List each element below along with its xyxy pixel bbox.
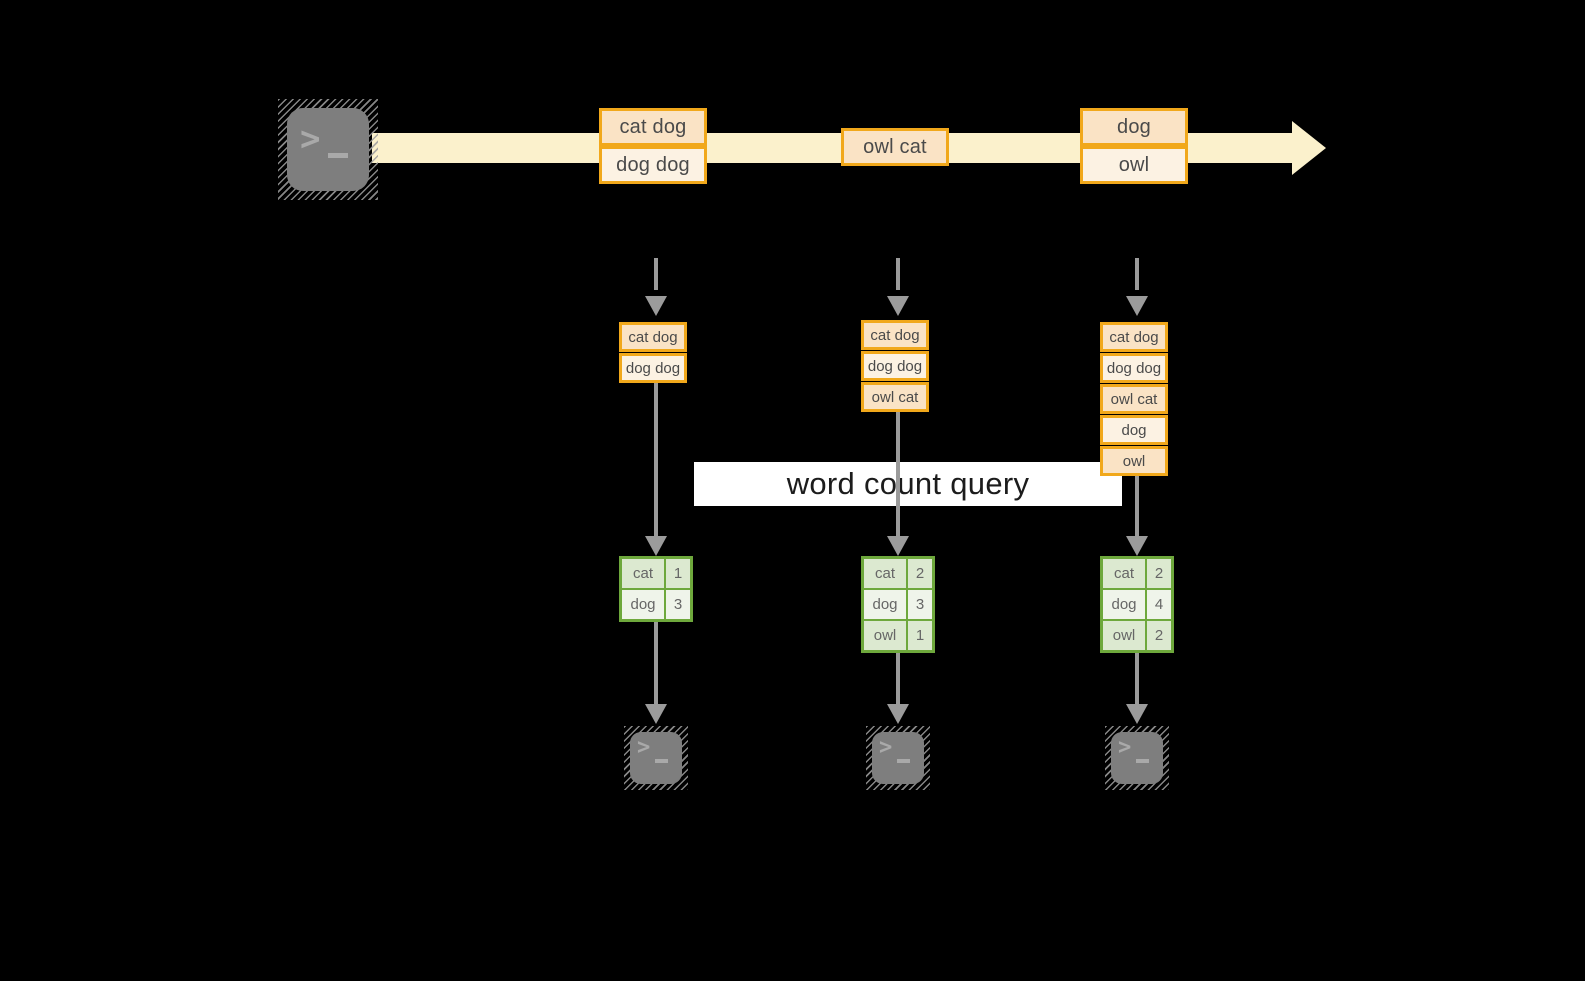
dashed-arrow-line bbox=[654, 258, 658, 290]
connector-line bbox=[896, 412, 900, 536]
terminal-cursor-icon bbox=[1136, 759, 1149, 763]
accumulated-events-3: cat dog dog dog owl cat dog owl bbox=[1100, 322, 1168, 476]
connector-line bbox=[654, 622, 658, 704]
event-row: dog dog bbox=[1100, 353, 1168, 383]
sink-terminal-icon: > bbox=[624, 726, 688, 790]
connector-line bbox=[896, 653, 900, 704]
stream-event-line: owl cat bbox=[841, 128, 949, 166]
count-cell: 4 bbox=[1147, 590, 1171, 619]
terminal-prompt-icon: > bbox=[637, 735, 651, 760]
event-row: owl bbox=[1100, 446, 1168, 476]
event-row: dog dog bbox=[861, 351, 929, 381]
down-arrowhead-icon bbox=[645, 704, 667, 724]
terminal-cursor-icon bbox=[328, 153, 348, 158]
terminal-screen bbox=[630, 732, 682, 784]
count-cell: 2 bbox=[1147, 621, 1171, 650]
event-row: dog bbox=[1100, 415, 1168, 445]
count-cell: 2 bbox=[1147, 559, 1171, 588]
word-cell: dog bbox=[1103, 590, 1145, 619]
event-row: cat dog bbox=[619, 322, 687, 352]
terminal-screen bbox=[1111, 732, 1163, 784]
terminal-prompt-icon: > bbox=[1118, 735, 1132, 760]
stream-event-line: dog dog bbox=[599, 146, 707, 184]
down-arrowhead-icon bbox=[887, 536, 909, 556]
connector-line bbox=[1135, 653, 1139, 704]
word-cell: cat bbox=[1103, 559, 1145, 588]
stream-event-line: owl bbox=[1080, 146, 1188, 184]
stream-event-3: dog owl bbox=[1080, 108, 1188, 184]
event-row: dog dog bbox=[619, 353, 687, 383]
word-cell: cat bbox=[864, 559, 906, 588]
word-count-table-3: cat 2 dog 4 owl 2 bbox=[1100, 556, 1174, 653]
sink-terminal-icon: > bbox=[1105, 726, 1169, 790]
connector-line bbox=[654, 383, 658, 536]
accumulated-events-1: cat dog dog dog bbox=[619, 322, 687, 383]
count-cell: 1 bbox=[666, 559, 690, 588]
down-arrowhead-icon bbox=[645, 296, 667, 316]
stream-arrowhead-icon bbox=[1292, 121, 1326, 175]
stream-event-2: owl cat bbox=[841, 128, 949, 166]
event-row: cat dog bbox=[861, 320, 929, 350]
terminal-prompt-icon: > bbox=[300, 119, 321, 159]
terminal-screen bbox=[872, 732, 924, 784]
word-count-table-2: cat 2 dog 3 owl 1 bbox=[861, 556, 935, 653]
down-arrowhead-icon bbox=[1126, 704, 1148, 724]
word-cell: owl bbox=[864, 621, 906, 650]
event-row: owl cat bbox=[1100, 384, 1168, 414]
count-cell: 1 bbox=[908, 621, 932, 650]
sink-terminal-icon: > bbox=[866, 726, 930, 790]
terminal-screen bbox=[287, 108, 369, 191]
dashed-arrow-line bbox=[896, 258, 900, 290]
connector-line bbox=[1135, 476, 1139, 536]
stream-event-line: cat dog bbox=[599, 108, 707, 146]
down-arrowhead-icon bbox=[1126, 296, 1148, 316]
word-cell: cat bbox=[622, 559, 664, 588]
terminal-prompt-icon: > bbox=[879, 735, 893, 760]
word-cell: owl bbox=[1103, 621, 1145, 650]
count-cell: 3 bbox=[666, 590, 690, 619]
stream-event-line: dog bbox=[1080, 108, 1188, 146]
event-row: cat dog bbox=[1100, 322, 1168, 352]
down-arrowhead-icon bbox=[887, 704, 909, 724]
down-arrowhead-icon bbox=[1126, 536, 1148, 556]
down-arrowhead-icon bbox=[887, 296, 909, 316]
count-cell: 2 bbox=[908, 559, 932, 588]
word-cell: dog bbox=[864, 590, 906, 619]
word-count-table-1: cat 1 dog 3 bbox=[619, 556, 693, 622]
source-terminal-icon: > bbox=[278, 99, 378, 200]
dashed-arrow-line bbox=[1135, 258, 1139, 290]
accumulated-events-2: cat dog dog dog owl cat bbox=[861, 320, 929, 412]
word-cell: dog bbox=[622, 590, 664, 619]
count-cell: 3 bbox=[908, 590, 932, 619]
down-arrowhead-icon bbox=[645, 536, 667, 556]
terminal-cursor-icon bbox=[655, 759, 668, 763]
event-row: owl cat bbox=[861, 382, 929, 412]
query-banner: word count query bbox=[694, 462, 1122, 506]
terminal-cursor-icon bbox=[897, 759, 910, 763]
stream-event-1: cat dog dog dog bbox=[599, 108, 707, 184]
